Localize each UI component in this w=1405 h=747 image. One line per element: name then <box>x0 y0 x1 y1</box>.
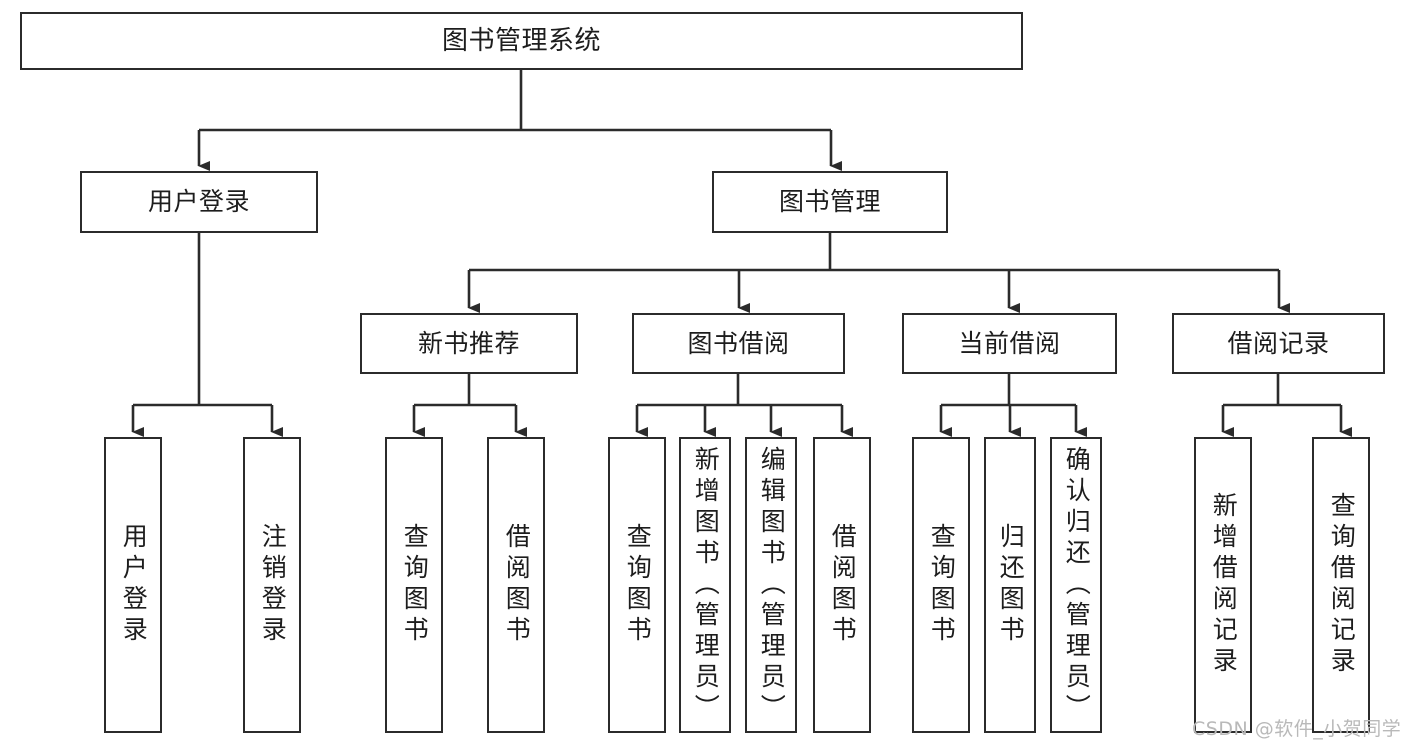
leaf-add-borrow-record-label: 新增借阅记录 <box>1209 492 1239 678</box>
leaf-user-login-label: 用户登录 <box>119 523 149 647</box>
leaf-add-borrow-record[interactable]: 新增借阅记录 <box>1194 437 1252 733</box>
leaf-query-book-cur-label: 查询图书 <box>927 523 957 647</box>
leaf-return-book[interactable]: 归还图书 <box>984 437 1036 733</box>
leaf-borrow-book-label: 借阅图书 <box>828 523 858 647</box>
leaf-user-logout-label: 注销登录 <box>258 523 288 647</box>
leaf-query-book-cur[interactable]: 查询图书 <box>912 437 970 733</box>
leaf-add-book-admin-label: 新增图书（管理员） <box>691 445 721 725</box>
leaf-query-book-borrow[interactable]: 查询图书 <box>608 437 666 733</box>
leaf-confirm-return-admin[interactable]: 确认归还（管理员） <box>1050 437 1102 733</box>
leaf-query-book-rec-label: 查询图书 <box>400 523 430 647</box>
leaf-add-book-admin[interactable]: 新增图书（管理员） <box>679 437 731 733</box>
node-user-login[interactable]: 用户登录 <box>80 171 318 233</box>
node-root[interactable]: 图书管理系统 <box>20 12 1023 70</box>
node-borrow-record-label: 借阅记录 <box>1227 328 1330 358</box>
node-new-book-recommend[interactable]: 新书推荐 <box>360 313 578 374</box>
node-borrow-record[interactable]: 借阅记录 <box>1172 313 1385 374</box>
node-book-management[interactable]: 图书管理 <box>712 171 948 233</box>
leaf-query-borrow-record[interactable]: 查询借阅记录 <box>1312 437 1370 733</box>
leaf-query-borrow-record-label: 查询借阅记录 <box>1327 492 1357 678</box>
leaf-edit-book-admin-label: 编辑图书（管理员） <box>757 445 787 725</box>
node-book-borrow[interactable]: 图书借阅 <box>632 313 845 374</box>
node-root-label: 图书管理系统 <box>441 25 601 56</box>
leaf-user-logout[interactable]: 注销登录 <box>243 437 301 733</box>
leaf-return-book-label: 归还图书 <box>996 523 1026 647</box>
leaf-borrow-book-rec[interactable]: 借阅图书 <box>487 437 545 733</box>
node-book-borrow-label: 图书借阅 <box>687 328 790 358</box>
leaf-user-login[interactable]: 用户登录 <box>104 437 162 733</box>
node-new-book-recommend-label: 新书推荐 <box>417 328 520 358</box>
leaf-confirm-return-admin-label: 确认归还（管理员） <box>1062 445 1092 725</box>
node-current-borrow[interactable]: 当前借阅 <box>902 313 1117 374</box>
node-current-borrow-label: 当前借阅 <box>958 328 1061 358</box>
leaf-borrow-book-rec-label: 借阅图书 <box>502 523 532 647</box>
leaf-borrow-book[interactable]: 借阅图书 <box>813 437 871 733</box>
leaf-edit-book-admin[interactable]: 编辑图书（管理员） <box>745 437 797 733</box>
leaf-query-book-borrow-label: 查询图书 <box>623 523 653 647</box>
node-user-login-label: 用户登录 <box>147 187 250 217</box>
node-book-management-label: 图书管理 <box>778 187 881 217</box>
leaf-query-book-rec[interactable]: 查询图书 <box>385 437 443 733</box>
